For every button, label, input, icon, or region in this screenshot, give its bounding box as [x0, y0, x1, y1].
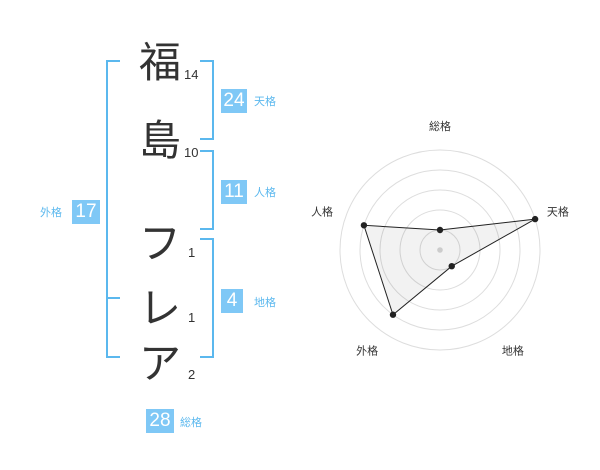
- radar-grid-ring: [359, 169, 521, 331]
- radar-point: [436, 226, 444, 234]
- gaikaku-bracket: [106, 60, 120, 358]
- stroke-count-5: 2: [188, 367, 196, 382]
- jinkaku-label: 人格: [254, 186, 276, 199]
- name-char-2: 島: [138, 116, 181, 165]
- radar-grid-ring: [339, 149, 541, 351]
- gaikaku-value-badge: 17: [72, 200, 100, 224]
- tenkaku-value-badge: 24: [221, 89, 247, 113]
- chikaku-bracket: [200, 238, 214, 358]
- radar-point: [389, 311, 397, 318]
- jinkaku-value-badge: 11: [221, 180, 247, 204]
- radar-axis-label: 天格: [547, 205, 569, 219]
- name-char-4: レ: [138, 284, 181, 333]
- radar-point: [360, 222, 368, 229]
- soukaku-value-badge: 28: [146, 409, 174, 433]
- name-char-1: 福: [138, 38, 181, 87]
- stroke-count-2: 10: [184, 145, 199, 160]
- chikaku-value-badge: 4: [221, 289, 243, 313]
- soukaku-label: 総格: [180, 416, 202, 429]
- radar-axis-label: 外格: [356, 343, 378, 357]
- gaikaku-label: 外格: [40, 206, 62, 219]
- chikaku-label: 地格: [254, 296, 276, 309]
- radar-point: [531, 215, 539, 223]
- name-char-3: フ: [138, 219, 181, 268]
- stroke-count-3: 1: [188, 245, 196, 260]
- jinkaku-bracket: [200, 150, 214, 230]
- stroke-count-1: 14: [184, 67, 199, 82]
- radar-center-dot: [437, 247, 443, 253]
- radar-axis-label: 総格: [429, 119, 451, 133]
- radar-point: [448, 262, 455, 270]
- tenkaku-bracket: [200, 60, 214, 140]
- name-char-5: ア: [138, 339, 181, 388]
- radar-grid-ring: [379, 189, 501, 311]
- tenkaku-label: 天格: [254, 95, 276, 108]
- stroke-count-4: 1: [188, 310, 196, 325]
- gaikaku-bracket-tick: [106, 297, 120, 299]
- radar-axis-label: 人格: [311, 205, 333, 219]
- radar-axis-label: 地格: [502, 343, 524, 357]
